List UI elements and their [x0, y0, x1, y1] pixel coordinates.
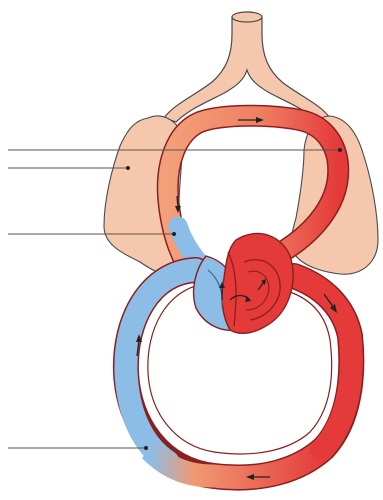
leader-dot-2	[126, 166, 130, 170]
leader-dot-3	[172, 232, 176, 236]
leader-dot-1	[338, 148, 342, 152]
trachea-opening	[232, 12, 262, 22]
leader-dot-4	[144, 446, 148, 450]
